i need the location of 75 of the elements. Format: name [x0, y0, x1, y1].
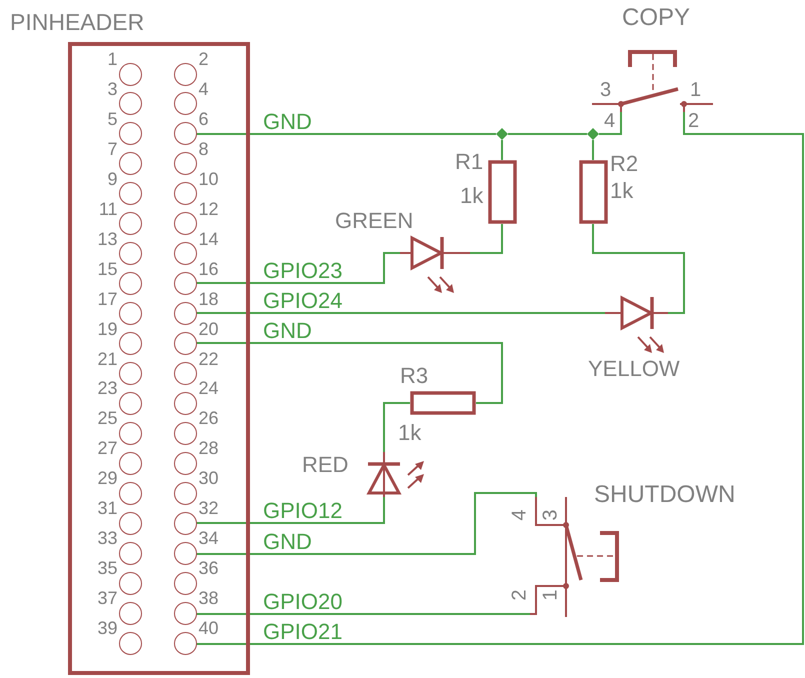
- pin-number: 8: [198, 138, 209, 159]
- wire: [470, 224, 503, 254]
- pin-number: 4: [604, 110, 616, 132]
- pin-number: 24: [198, 378, 219, 398]
- pin-number: 33: [96, 528, 118, 548]
- wire: [501, 140, 503, 160]
- component-label: R3: [400, 364, 428, 388]
- pin-number: 1: [690, 79, 702, 101]
- wire: [196, 342, 503, 404]
- pin-number: 38: [198, 588, 219, 608]
- pin-number: 26: [198, 408, 219, 428]
- pin-number: 3: [106, 78, 118, 99]
- component-label: R2: [610, 152, 638, 176]
- pin-number: 16: [198, 258, 219, 279]
- pin-number: 10: [198, 168, 219, 189]
- pin-number: 22: [198, 348, 219, 368]
- pin-number: 6: [198, 108, 209, 129]
- pin-number: 4: [198, 78, 209, 99]
- pin-number: 25: [96, 408, 118, 428]
- wire: [196, 133, 496, 135]
- pin-number: 1: [106, 49, 118, 69]
- pin-number: 12: [198, 198, 219, 219]
- pin-number: 11: [98, 198, 118, 219]
- pin-number: 13: [96, 228, 118, 249]
- pin-number: 4: [508, 509, 531, 521]
- pin-number: 39: [96, 618, 118, 638]
- pin-number: 20: [198, 318, 219, 339]
- pin-number: 15: [96, 258, 118, 279]
- wire: [196, 312, 605, 314]
- wire: [196, 613, 530, 615]
- wire: [508, 133, 587, 135]
- pin-number: 14: [198, 228, 219, 249]
- pin-number: 34: [198, 528, 219, 548]
- component-label: PINHEADER: [10, 9, 144, 35]
- pin-number: 32: [198, 498, 219, 518]
- pin-number: 2: [508, 589, 531, 601]
- pin-number: 30: [198, 468, 219, 488]
- component-label: COPY: [622, 5, 690, 31]
- pin-number: 3: [540, 509, 562, 521]
- wire: [599, 112, 622, 135]
- pin-number: 29: [96, 468, 118, 488]
- pin-number: 35: [96, 558, 118, 578]
- pin-number: 2: [688, 110, 700, 132]
- wire: [592, 224, 685, 314]
- pin-number: 3: [600, 79, 612, 101]
- pin-number: 9: [106, 168, 118, 189]
- pin-number: 27: [96, 438, 118, 458]
- wire: [592, 140, 594, 160]
- pin-number: 5: [106, 108, 118, 129]
- component-label: 1k: [398, 421, 422, 445]
- component-label: SHUTDOWN: [594, 482, 736, 508]
- component-label: YELLOW: [588, 357, 680, 381]
- pin-number: 28: [198, 438, 219, 458]
- pin-number: 40: [198, 618, 219, 638]
- pin-number: 7: [106, 138, 118, 159]
- component-label: RED: [302, 453, 348, 477]
- wire: [196, 112, 804, 645]
- pin-number: 2: [198, 49, 209, 69]
- pin-number: 23: [96, 378, 118, 398]
- component-label: R1: [455, 150, 484, 174]
- pin-number: 1: [540, 589, 562, 601]
- wire: [383, 402, 410, 452]
- component-label: GREEN: [335, 209, 414, 233]
- pin-number: 19: [96, 318, 118, 339]
- wire: [196, 492, 537, 555]
- pin-number: 18: [198, 288, 219, 309]
- pin-number: 37: [96, 588, 118, 608]
- component-label: 1k: [610, 179, 634, 203]
- component-label: 1k: [460, 184, 484, 208]
- pin-number: 17: [96, 288, 118, 309]
- wire: [196, 252, 400, 284]
- wire: [196, 497, 385, 524]
- pin-number: 36: [198, 558, 219, 578]
- pin-number: 31: [96, 498, 118, 518]
- pin-number: 21: [96, 348, 118, 368]
